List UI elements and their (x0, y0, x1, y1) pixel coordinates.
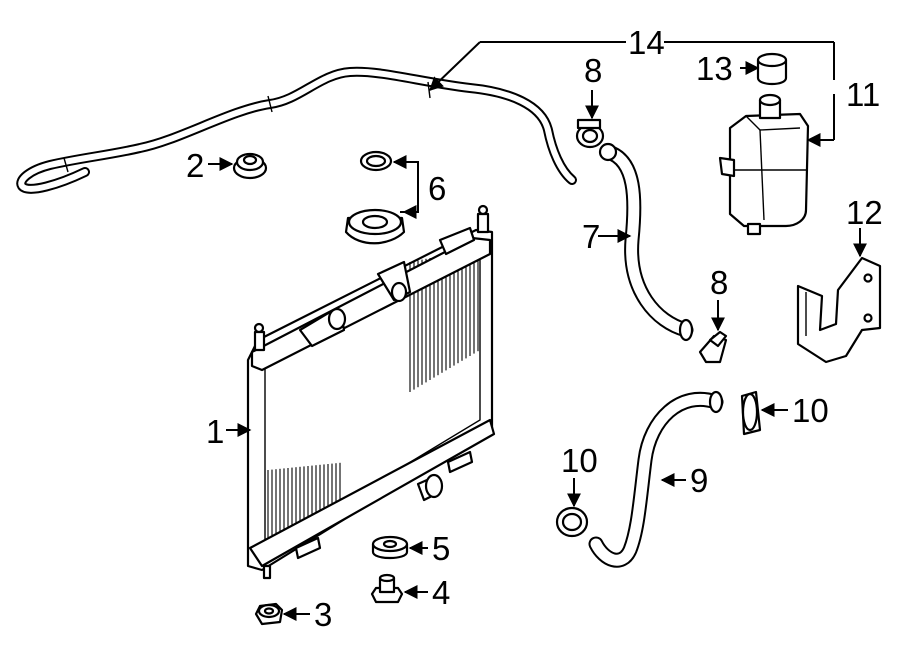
callout-4: 4 (432, 574, 450, 611)
callout-1: 1 (206, 413, 224, 450)
radiator-cap (344, 208, 406, 245)
bolt (370, 573, 404, 604)
radiator (246, 204, 496, 580)
leader-lines (208, 41, 867, 621)
nut (254, 602, 284, 626)
mounting-bracket (796, 256, 882, 364)
callout-12: 12 (846, 194, 883, 231)
hose-clamp-lower (698, 330, 728, 364)
hose-clamp-right (740, 390, 762, 436)
callout-10-right: 10 (792, 392, 829, 429)
cap-seal-ring (359, 150, 393, 172)
callout-8-lower: 8 (710, 264, 728, 301)
callout-2: 2 (186, 147, 204, 184)
mount-cushion (371, 535, 409, 560)
lower-radiator-hose (588, 390, 724, 568)
upper-radiator-hose (598, 142, 694, 342)
callout-3: 3 (314, 596, 332, 633)
callout-6: 6 (428, 170, 446, 207)
radiator-fins-bottom (267, 462, 341, 546)
callout-8-upper: 8 (584, 52, 602, 89)
callout-11: 11 (846, 76, 880, 113)
coolant-reservoir (718, 93, 810, 236)
callout-7: 7 (582, 218, 600, 255)
callout-labels: 1 2 3 4 5 6 7 8 8 9 10 10 11 12 13 14 (186, 24, 883, 633)
callout-9: 9 (690, 462, 708, 499)
callout-13: 13 (696, 50, 733, 87)
callout-10-left: 10 (561, 442, 598, 479)
callout-5: 5 (432, 530, 450, 567)
overflow-tube (16, 66, 577, 194)
hose-clamp-left (555, 506, 589, 538)
hose-clamp-upper (575, 118, 605, 149)
reservoir-cap (756, 52, 788, 86)
grommet (232, 152, 268, 180)
callout-14: 14 (628, 24, 665, 61)
